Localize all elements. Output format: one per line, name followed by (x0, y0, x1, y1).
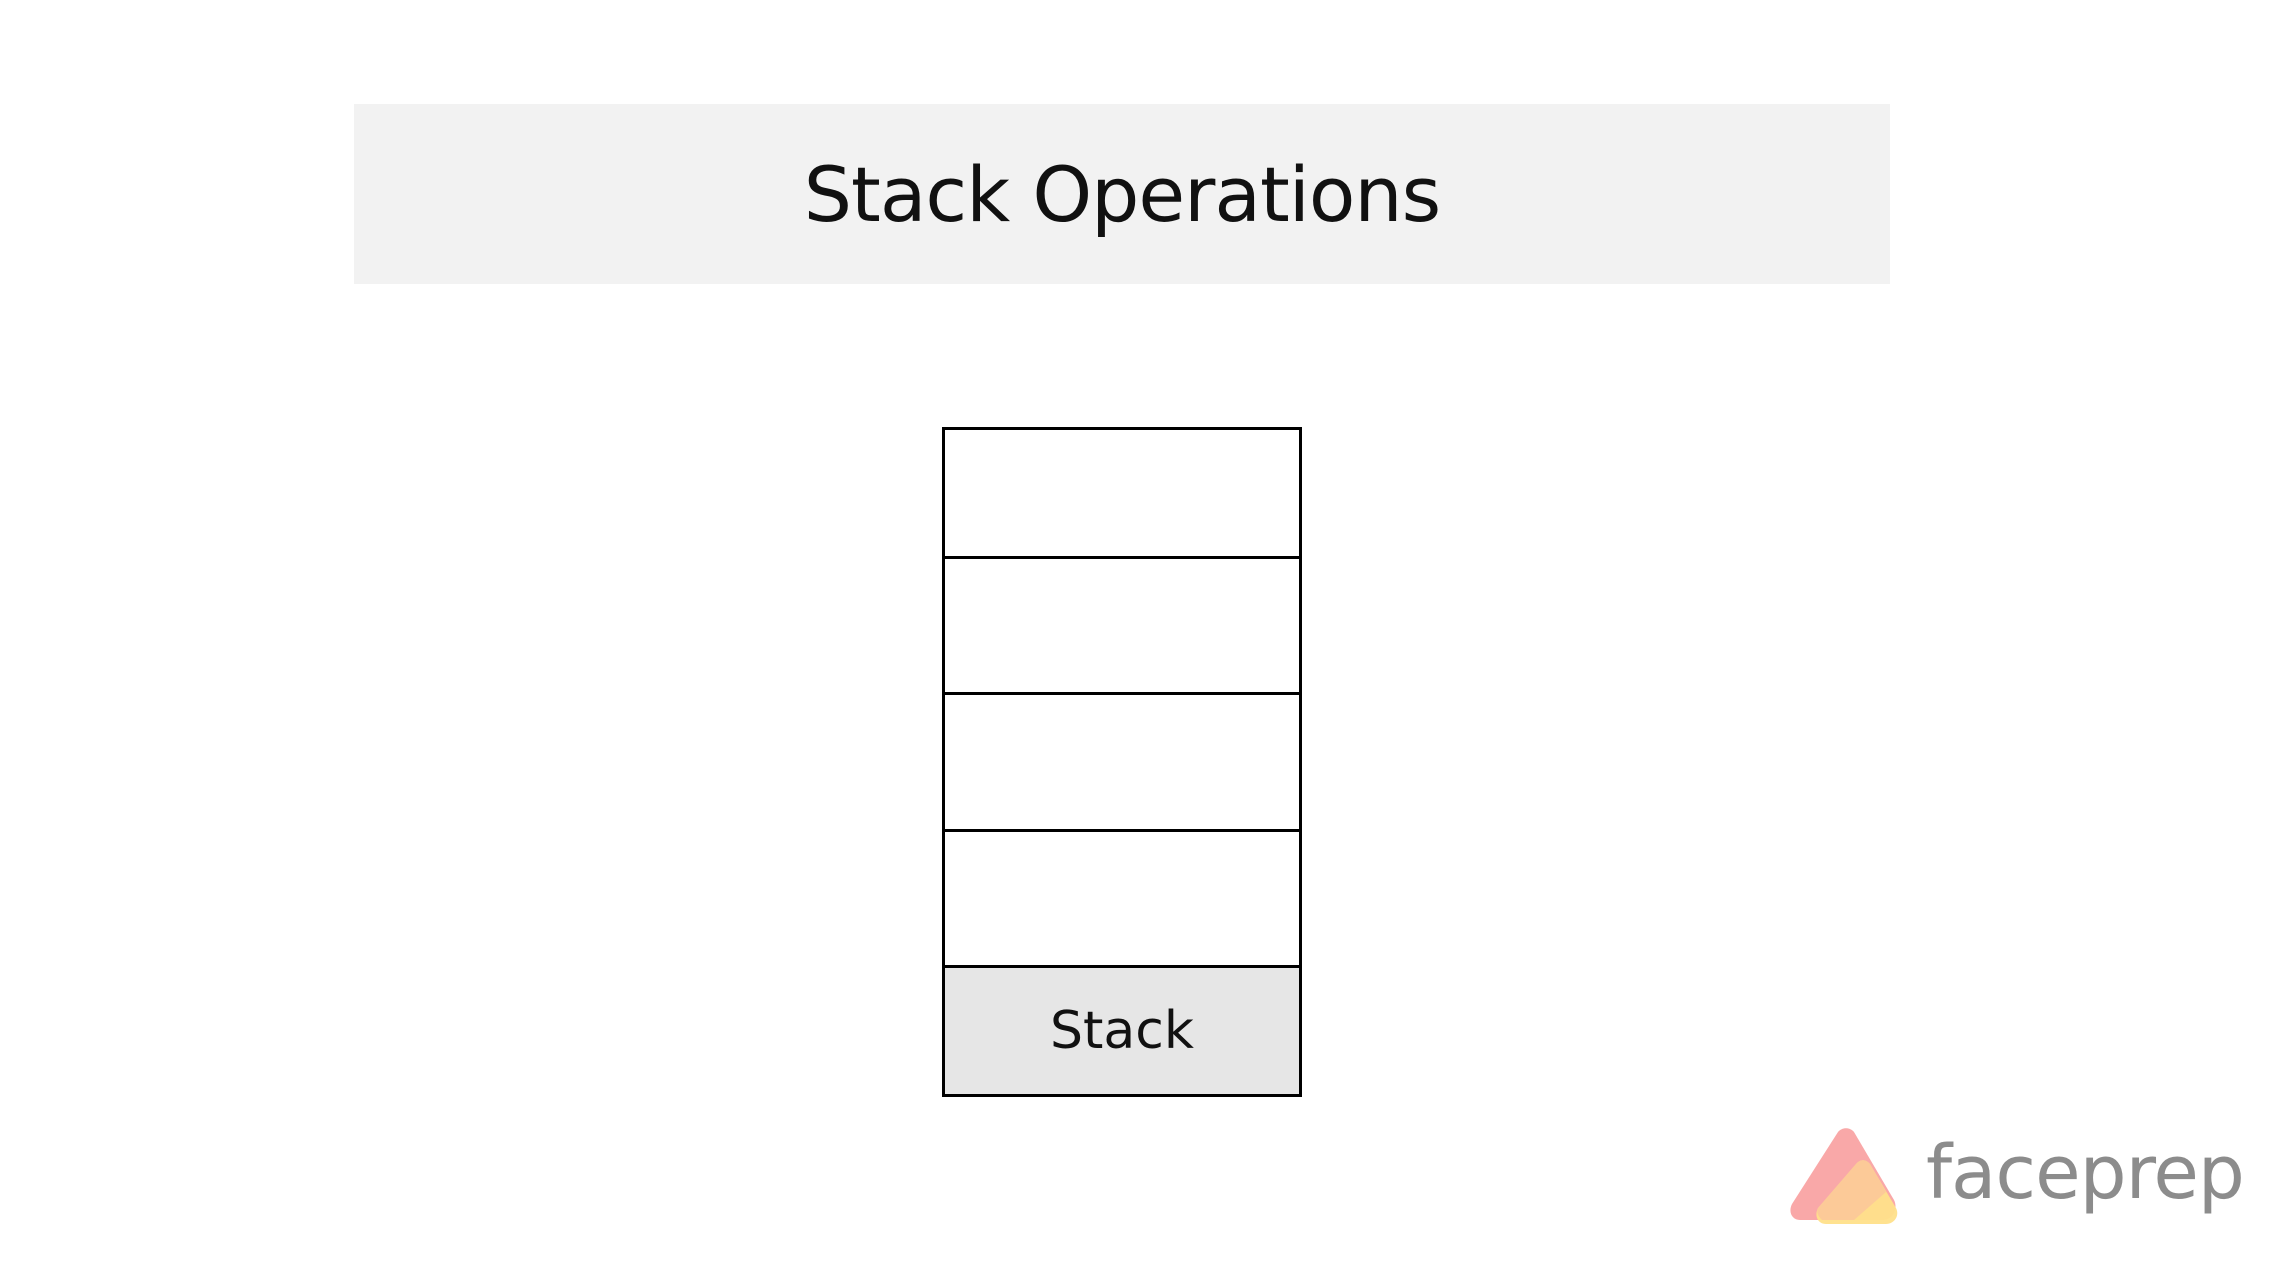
faceprep-logo: faceprep (1790, 1128, 2245, 1228)
stack-diagram: Stack (942, 427, 1302, 1097)
stack-label: Stack (1050, 1000, 1194, 1061)
stack-slot-2 (945, 559, 1299, 696)
stack-slot-3 (945, 695, 1299, 832)
page-title: Stack Operations (803, 149, 1441, 239)
stack-slot-4 (945, 831, 1299, 968)
stack-slot-1 (945, 430, 1299, 560)
title-banner: Stack Operations (354, 104, 1890, 284)
logo-wordmark: faceprep (1926, 1130, 2245, 1216)
stack-base: Stack (945, 967, 1299, 1094)
faceprep-logo-icon (1790, 1128, 1898, 1224)
